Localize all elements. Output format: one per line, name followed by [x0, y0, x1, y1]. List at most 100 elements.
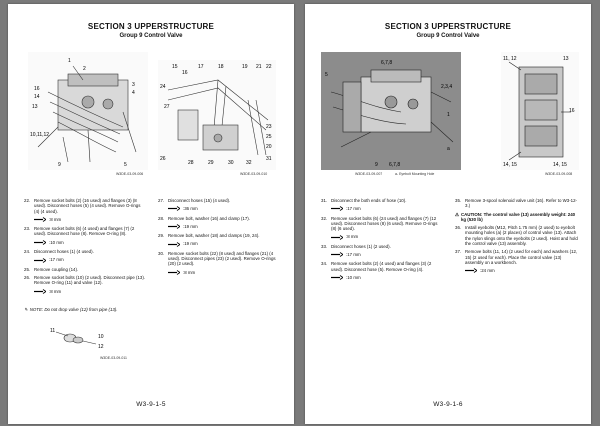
note-block: ✎NOTE: Do not drop valve (12) from pipe … [24, 307, 154, 312]
wrench-icon [168, 241, 180, 247]
callout: 16 [182, 70, 188, 76]
note-pencil-icon: ✎ [24, 307, 28, 312]
figure-caption: W3DE-03-09-007 [355, 172, 383, 176]
callout: 6,7,8 [381, 60, 392, 66]
step-number: 32. [321, 215, 328, 221]
callout: 27 [164, 104, 170, 110]
step-number: 28. [158, 215, 165, 221]
step-number: 31. [321, 198, 328, 203]
figure-valve-side-drawing: 11, 12 13 14, 15 16 14, 15 [503, 56, 575, 168]
callout: 9 [58, 162, 61, 168]
step-text: Disconnect the both ends of hose (10). [331, 198, 407, 203]
procedure-step: 37.Remove bolts (11, 14) (2 used for eac… [455, 249, 579, 265]
tool-size: : 8 mm [168, 270, 280, 275]
tool-size-text: 24 mm [481, 268, 495, 274]
caution-block: ⚠CAUTION: The control valve (13) assembl… [455, 212, 579, 223]
step-text: Disconnect hoses (15) (4 used). [168, 198, 231, 203]
callout: 30 [228, 160, 234, 166]
callout: 10,11,12 [30, 132, 49, 138]
wrench-icon [34, 288, 46, 294]
wrench-icon [168, 224, 180, 229]
figure-valve-pipe: 11 10 12 [48, 324, 108, 352]
callout: 28 [188, 160, 194, 166]
step-text: Remove socket bolts (6) (4 used) and fla… [34, 226, 135, 237]
callout: 32 [246, 160, 252, 166]
callout: 19 [242, 64, 248, 70]
callout: 26 [160, 156, 166, 162]
tool-size-text: 19 mm [184, 241, 198, 247]
tool-size-text: 8 mm [50, 288, 62, 294]
tool-size-text: 8 mm [184, 269, 196, 275]
figure-pipes: 15 16 17 18 19 20 21 22 23 24 25 26 27 2… [158, 60, 276, 170]
procedure-step: 23.Remove socket bolts (6) (4 used) and … [24, 226, 146, 237]
callout: 1 [68, 58, 71, 64]
callout: a [447, 146, 450, 152]
callout: 12 [98, 344, 104, 350]
wrench-icon [168, 269, 180, 275]
step-number: 27. [158, 198, 165, 203]
procedure-step: 34.Remove socket bolts (2) (4 used) and … [321, 261, 443, 272]
procedure-step: 36.Install eyebolts (M12, Pitch 1.75 mm)… [455, 225, 579, 246]
procedure-step: 26.Remove socket bolts (10) (2 used). Di… [24, 275, 146, 286]
tool-size-text: 36 mm [184, 206, 198, 212]
wrench-icon [331, 206, 343, 212]
procedure-step: 31.Disconnect the both ends of hose (10)… [321, 198, 443, 203]
tool-size: : 24 mm [465, 268, 579, 273]
step-text: Remove socket bolts (2) (16 used) and fl… [34, 198, 141, 214]
tool-size-text: 17 mm [347, 206, 361, 212]
callout: 3 [132, 82, 135, 88]
tool-size: : 10 mm [34, 240, 146, 245]
group-title: Group 9 Control Valve [119, 33, 183, 39]
step-text: Remove socket bolts (6) (24 used) and fl… [331, 215, 438, 232]
callout: 11, 12 [503, 56, 517, 62]
tool-size: : 17 mm [331, 252, 443, 257]
step-text: Remove coupling (14). [34, 266, 79, 272]
warning-icon: ⚠ [455, 211, 459, 217]
wrench-icon [34, 217, 46, 222]
procedure-step: 30.Remove socket bolts (22) (8 used) and… [158, 251, 280, 267]
tool-size: : 17 mm [331, 206, 443, 211]
figure-caption: W3DE-03-09-008 [545, 172, 573, 176]
callout: 2,3,4 [441, 84, 452, 90]
procedure-step: 32.Remove socket bolts (6) (24 used) and… [321, 216, 443, 232]
callout: 31 [266, 156, 272, 162]
section-title: SECTION 3 UPPERSTRUCTURE [87, 22, 215, 31]
step-number: 23. [24, 226, 31, 232]
callout: 13 [563, 56, 569, 62]
step-number: 34. [321, 261, 328, 267]
steps-column-1: 22.Remove socket bolts (2) (16 used) and… [24, 198, 146, 298]
steps-column-1: 31.Disconnect the both ends of hose (10)… [321, 198, 443, 284]
figure-valve-side: 11, 12 13 14, 15 16 14, 15 [501, 52, 579, 170]
callout: 21 [256, 64, 262, 70]
step-number: 35. [455, 198, 462, 203]
figure-caption: W3DE-03-09-010 [240, 172, 268, 176]
page-number: W3-9-1-6 [433, 401, 463, 408]
figure-valve-top-drawing: 6,7,8 2,3,4 1 a 5 9 6,7,8 [321, 52, 461, 170]
step-text: Disconnect hoses (1) (2 used). [331, 243, 391, 249]
wrench-icon [168, 206, 180, 212]
step-number: 22. [24, 198, 31, 203]
callout: 15 [172, 64, 178, 70]
figure-valve-top: 6,7,8 2,3,4 1 a 5 9 6,7,8 [321, 52, 461, 170]
tool-size-text: 17 mm [347, 252, 361, 258]
step-number: 25. [24, 266, 31, 272]
callout: 20 [266, 144, 272, 150]
callout: 13 [32, 104, 38, 110]
figure-caption: W3DE-03-09-011 [100, 356, 127, 360]
callout: 2 [83, 66, 86, 72]
steps-column-2: 27.Disconnect hoses (15) (4 used). : 36 … [158, 198, 280, 279]
step-text: Install eyebolts (M12, Pitch 1.75 mm) (2… [465, 225, 578, 247]
callout: 6,7,8 [389, 162, 400, 168]
step-number: 36. [455, 225, 462, 231]
page-number: W3-9-1-5 [136, 401, 166, 408]
step-text: Remove bolts (11, 14) (2 used for each) … [465, 249, 578, 265]
step-text: Disconnect hoses (1) (4 used). [34, 249, 94, 255]
step-text: Remove socket bolts (22) (8 used) and fl… [168, 250, 276, 267]
procedure-step: 27.Disconnect hoses (15) (4 used). [158, 198, 280, 203]
figure-caption: W3DE-03-09-006 [116, 172, 144, 176]
step-number: 24. [24, 249, 31, 255]
callout: 5 [124, 162, 127, 168]
tool-size: : 10 mm [331, 275, 443, 280]
wrench-icon [34, 240, 46, 245]
tool-size: : 8 mm [331, 234, 443, 239]
